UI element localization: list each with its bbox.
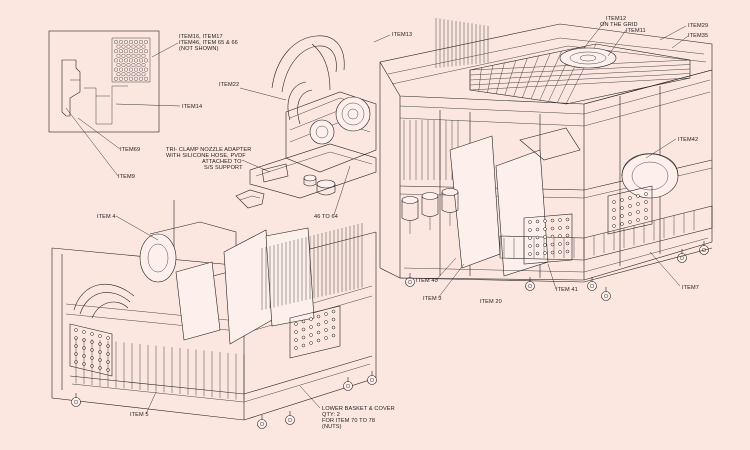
label-triclamp-4: S/S SUPPORT bbox=[204, 165, 243, 171]
label-item3: ITEM 3 bbox=[423, 296, 442, 302]
label-triclamp-3: ATTACHED TO bbox=[202, 159, 242, 165]
caster-wheel bbox=[367, 375, 377, 385]
caster-wheel bbox=[525, 281, 535, 291]
label-lower-basket-4: (NUTS) bbox=[322, 424, 342, 430]
label-triclamp-2: WITH SILICONE HOSE, PVDF bbox=[166, 153, 246, 159]
label-item16-group-1: ITEM16, ITEM17 bbox=[179, 34, 223, 40]
inset-detail-box bbox=[48, 30, 160, 133]
pump-motor-assembly bbox=[235, 35, 377, 209]
callout-labels: ITEM16, ITEM17 ITEM46, ITEM 65 & 66 (NOT… bbox=[97, 16, 708, 430]
caster-wheel bbox=[601, 291, 611, 301]
caster-wheel bbox=[343, 381, 353, 391]
label-item29: ITEM29 bbox=[688, 23, 708, 29]
label-lower-basket-3: FOR ITEM 70 TO 78 bbox=[322, 418, 375, 424]
label-item42: ITEM42 bbox=[678, 137, 698, 143]
label-item11: ITEM11 bbox=[626, 28, 646, 34]
label-46-to-64: 46 TO 64 bbox=[314, 214, 338, 220]
cylinder-top bbox=[401, 196, 419, 204]
caster-wheel bbox=[71, 397, 81, 407]
label-item40: ITEM 40 bbox=[416, 278, 438, 284]
label-item41: ITEM 41 bbox=[556, 287, 578, 293]
label-triclamp-1: TRI- CLAMP NOZZLE ADAPTER bbox=[166, 147, 251, 153]
leader-lines bbox=[65, 20, 689, 415]
label-item4: ITEM 4 bbox=[97, 214, 116, 220]
label-item22: ITEM22 bbox=[219, 82, 239, 88]
label-item69: ITEM69 bbox=[120, 147, 140, 153]
caster-wheel bbox=[257, 419, 267, 429]
label-item14: ITEM14 bbox=[182, 104, 202, 110]
label-item12-sub: ON THE GRID bbox=[600, 22, 638, 28]
label-item12: ITEM12 bbox=[606, 16, 626, 22]
label-item16-group-2: ITEM46, ITEM 65 & 66 bbox=[179, 40, 238, 46]
caster-wheel bbox=[587, 281, 597, 291]
label-lower-basket-2: QTY: 2 bbox=[322, 412, 340, 418]
caster-wheel bbox=[405, 277, 415, 287]
cylinder-top bbox=[421, 192, 439, 200]
label-item9: ITEM9 bbox=[118, 174, 135, 180]
label-item13: ITEM13 bbox=[392, 32, 412, 38]
caster-wheel bbox=[285, 415, 295, 425]
label-item35: ITEM35 bbox=[688, 33, 708, 39]
label-item16-group-3: (NOT SHOWN) bbox=[179, 46, 219, 52]
label-item5: ITEM 5 bbox=[130, 412, 149, 418]
label-item20: ITEM 20 bbox=[480, 299, 502, 305]
cylinder-top bbox=[441, 188, 459, 196]
lower-left-assembly bbox=[51, 200, 377, 429]
label-lower-basket-1: LOWER BASKET & COVER bbox=[322, 406, 395, 412]
label-item7: ITEM7 bbox=[682, 285, 699, 291]
mesh-plate-drawing bbox=[111, 37, 151, 83]
right-cabinet-assembly bbox=[379, 18, 713, 301]
